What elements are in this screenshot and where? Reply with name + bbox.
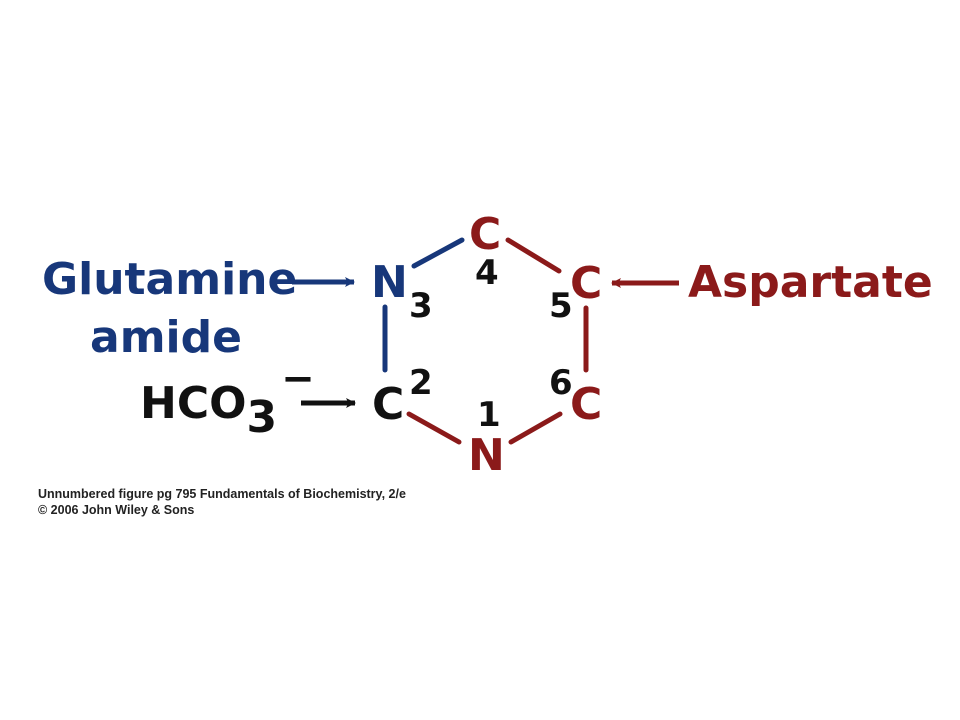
position-number-6: 6 — [549, 363, 573, 403]
atom-n3: N — [371, 257, 408, 308]
atom-n1: N — [468, 430, 505, 481]
bond-c4-c5 — [505, 237, 562, 274]
position-number-2: 2 — [409, 363, 433, 403]
atom-c2: C — [372, 379, 405, 430]
bicarbonate-charge: − — [281, 356, 315, 402]
position-number-5: 5 — [549, 286, 573, 326]
bond-n1-c2 — [406, 411, 462, 445]
copyright-line: © 2006 John Wiley & Sons — [38, 503, 195, 517]
bicarbonate-label: HCO3− — [140, 359, 315, 440]
bicarbonate-subscript: 3 — [246, 392, 278, 443]
amide-label: amide — [90, 312, 242, 363]
bicarbonate-base: HCO — [140, 378, 247, 429]
position-number-3: 3 — [409, 286, 433, 326]
bond-n3-c4 — [411, 237, 465, 269]
atom-c6: C — [570, 379, 603, 430]
glutamine-label: Glutamine — [42, 254, 298, 305]
bond-c6-n1 — [508, 411, 563, 445]
position-number-4: 4 — [475, 253, 499, 293]
atom-c5: C — [570, 258, 603, 309]
figure-credit-line: Unnumbered figure pg 795 Fundamentals of… — [38, 487, 406, 501]
aspartate-label: Aspartate — [688, 257, 933, 308]
position-number-1: 1 — [477, 395, 501, 435]
atom-c4: C — [469, 209, 502, 260]
